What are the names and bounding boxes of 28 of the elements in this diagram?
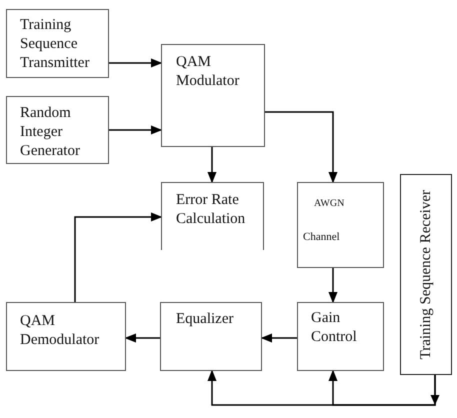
arrow xyxy=(328,268,338,302)
process-box xyxy=(161,182,264,250)
node-label: Training Sequence Receiver xyxy=(416,190,434,360)
node-label: QAM Modulator xyxy=(176,53,240,91)
node-label: AWGN xyxy=(314,197,344,210)
process-box xyxy=(297,182,384,268)
node-label: Random Integer Generator xyxy=(20,104,81,161)
node-label: Error Rate Calculation xyxy=(176,191,246,229)
arrow xyxy=(109,126,162,134)
node-label: QAM Demodulator xyxy=(20,312,100,350)
node-label: Equalizer xyxy=(176,310,234,329)
process-box xyxy=(6,9,109,78)
process-box xyxy=(161,44,265,147)
process-box xyxy=(160,302,262,371)
node-label: Training Sequence Transmitter xyxy=(20,16,90,73)
node-label: Gain Control xyxy=(311,309,358,347)
process-box xyxy=(297,302,384,371)
vertical-process-box xyxy=(400,174,452,375)
arrow xyxy=(126,334,160,342)
process-box xyxy=(6,96,109,164)
node-label: Channel xyxy=(303,231,340,244)
arrow xyxy=(109,58,162,68)
arrow xyxy=(208,147,216,182)
arrow xyxy=(74,212,162,302)
process-box xyxy=(6,302,126,371)
arrow xyxy=(328,370,436,406)
arrow xyxy=(265,111,338,182)
arrow xyxy=(262,334,297,342)
